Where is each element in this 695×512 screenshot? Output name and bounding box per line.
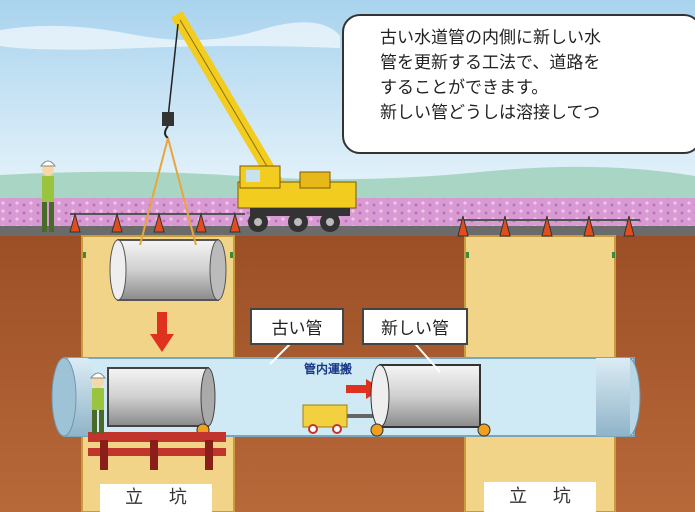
road-barrier-left <box>69 212 245 233</box>
suspended-pipe-end <box>109 239 127 301</box>
description-callout: 古い水道管の内側に新しい水 管を更新する工法で、道路を することができます。 新… <box>342 14 695 154</box>
new-pipe-in-tunnel <box>379 364 481 428</box>
worker-in-shaft <box>90 372 106 434</box>
cart-hitch <box>347 414 377 418</box>
callout-line-2: 管を更新する工法で、道路を <box>380 53 601 73</box>
lowering-arrow-head <box>150 334 174 352</box>
road-surface <box>0 226 695 236</box>
shaft-label-left: 立 坑 <box>100 484 212 512</box>
suspended-pipe-end-right <box>209 239 227 301</box>
worker-on-surface <box>40 160 56 232</box>
old-pipe-label: 古い管 <box>250 308 344 345</box>
transport-cart <box>302 404 348 428</box>
cart-wheel-1 <box>308 424 318 434</box>
cloud <box>0 22 340 50</box>
new-pipe-at-shaft-end <box>200 367 216 427</box>
new-pipe-in-tunnel-end <box>370 364 390 428</box>
new-pipe-label: 新しい管 <box>362 308 468 345</box>
shaft-frame-post-1 <box>100 440 108 470</box>
cart-wheel-2 <box>332 424 342 434</box>
transport-label: 管内運搬 <box>304 362 353 376</box>
crane-truck <box>139 11 357 246</box>
new-pipe-roller-left <box>370 423 384 437</box>
callout-line-4: 新しい管どうしは溶接してつ <box>380 103 601 123</box>
shaft-label-right: 立 坑 <box>484 482 596 512</box>
suspended-pipe <box>117 239 219 301</box>
shaft-frame <box>88 432 226 442</box>
callout-line-1: 古い水道管の内側に新しい水 <box>380 28 601 48</box>
old-pipe-right-end <box>596 358 630 436</box>
old-pipe-left-cap <box>51 357 77 437</box>
new-pipe-roller-right <box>477 423 491 437</box>
road-barrier-right <box>457 215 640 237</box>
shaft-frame-post-3 <box>205 440 213 470</box>
shaft-wall-ticks <box>83 252 615 258</box>
transport-arrow-shaft <box>346 385 368 393</box>
callout-line-3: することができます。 <box>380 78 549 98</box>
shaft-frame-post-2 <box>150 440 158 470</box>
new-pipe-at-shaft <box>107 367 209 427</box>
lowering-arrow-shaft <box>157 312 167 334</box>
